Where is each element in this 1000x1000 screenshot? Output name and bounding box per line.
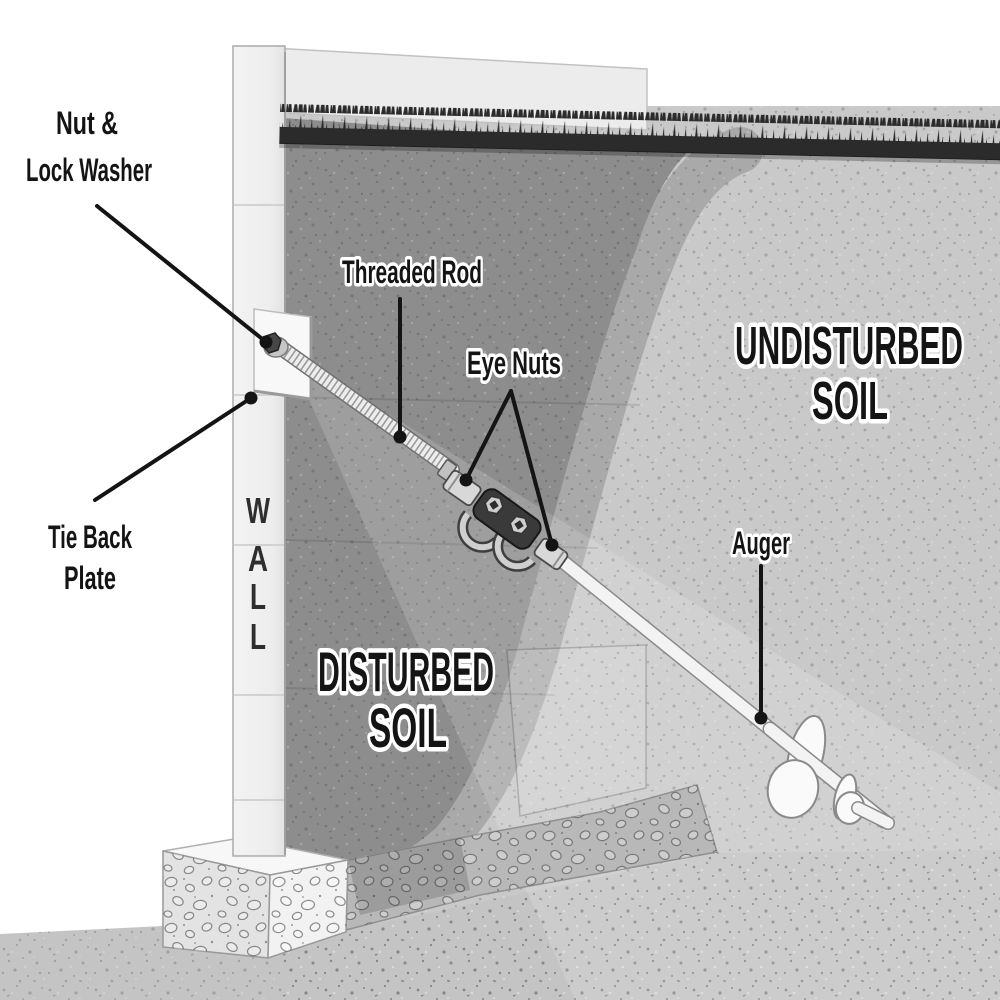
leader-eye-nut-right [509, 389, 554, 547]
coupler-graphic [436, 459, 569, 572]
foreground-speckle-texture [0, 850, 1000, 1000]
label-eye-nuts: Eye Nuts [467, 345, 561, 381]
label-threaded-rod: Threaded Rod [342, 254, 482, 290]
leader-tie-back-plate [93, 396, 253, 502]
labels: Nut & Lock Washer Tie Back Plate Threade… [23, 102, 968, 764]
label-nut-lock-washer-line2: Lock Washer [26, 152, 152, 188]
label-auger: Auger [732, 525, 790, 561]
leader-nut-lock-washer [95, 204, 268, 344]
grass-strip [279, 103, 1000, 165]
label-disturbed-soil-line1: DISTURBED [318, 640, 494, 703]
label-disturbed-soil-line2: SOIL [369, 696, 447, 759]
far-footing-face [506, 644, 647, 817]
threaded-rod-graphic [272, 339, 460, 478]
auger-blade-large-lower [766, 759, 820, 819]
label-undisturbed-soil-line2: SOIL [812, 371, 888, 431]
label-tie-back-plate-line2: Plate [64, 560, 116, 596]
bolt-graphic [509, 515, 529, 535]
leader-lines [93, 204, 768, 725]
footing-strip [345, 784, 718, 931]
label-undisturbed-soil-line1: UNDISTURBED [735, 316, 963, 376]
label-tie-back-plate-line1: Tie Back [48, 519, 132, 555]
bolt-graphic [484, 495, 504, 515]
wall-end-face [232, 45, 286, 857]
grass-shadow [279, 142, 1000, 165]
wall-letter-2: A [248, 538, 268, 579]
label-nut-lock-washer-line1: Nut & [56, 105, 118, 141]
label-wall: W A L L [246, 490, 270, 657]
wall-letter-3: L [250, 576, 266, 617]
leader-eye-nut-left [464, 389, 513, 482]
wall-letter-1: W [246, 490, 270, 531]
wall-letter-4: L [250, 616, 266, 657]
auger-graphic [762, 714, 895, 830]
